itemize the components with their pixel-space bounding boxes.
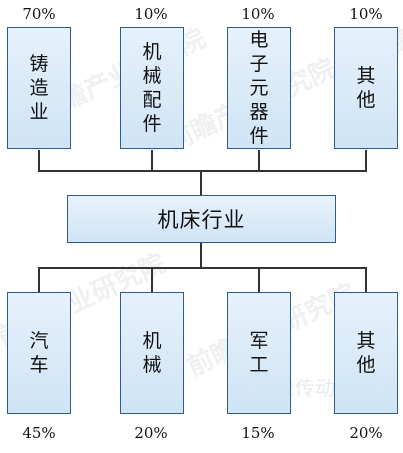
upstream-percent-2: 10% [134,5,168,23]
downstream-node-4: 其他 [334,292,398,414]
downstream-percent-2: 20% [134,424,168,442]
upstream-percent-1: 70% [22,5,56,23]
upstream-node-label: 铸造业 [29,53,49,123]
downstream-node-label: 机械 [142,330,162,376]
downstream-percent-1: 45% [22,424,56,442]
downstream-node-label: 其他 [356,330,376,376]
connector-top-bar [38,170,367,172]
connector-up-3 [258,150,260,171]
downstream-node-3: 军工 [227,292,291,414]
connector-up-4 [365,150,367,171]
upstream-percent-3: 10% [241,5,275,23]
connector-down-4 [365,267,367,292]
downstream-percent-4: 20% [349,424,383,442]
center-node: 机床行业 [67,195,336,243]
upstream-percent-4: 10% [349,5,383,23]
connector-up-2 [151,150,153,171]
downstream-node-label: 军工 [249,330,269,376]
downstream-node-2: 机械 [120,292,184,414]
connector-down-3 [258,267,260,292]
connector-bottom-bar [38,267,367,269]
connector-bottom-stem [200,243,202,268]
upstream-node-2: 机械配件 [120,27,184,149]
upstream-node-label: 机械配件 [142,41,162,135]
connector-down-2 [151,267,153,292]
center-node-label: 机床行业 [157,208,246,232]
downstream-node-1: 汽车 [7,292,71,414]
connector-top-stem [200,170,202,195]
connector-down-1 [38,267,40,292]
downstream-node-label: 汽车 [29,330,49,376]
upstream-node-label: 电子元器件 [249,29,269,147]
upstream-node-1: 铸造业 [7,27,71,149]
connector-up-1 [38,150,40,171]
upstream-node-label: 其他 [356,65,376,111]
upstream-node-4: 其他 [334,27,398,149]
upstream-node-3: 电子元器件 [227,27,291,149]
downstream-percent-3: 15% [241,424,275,442]
